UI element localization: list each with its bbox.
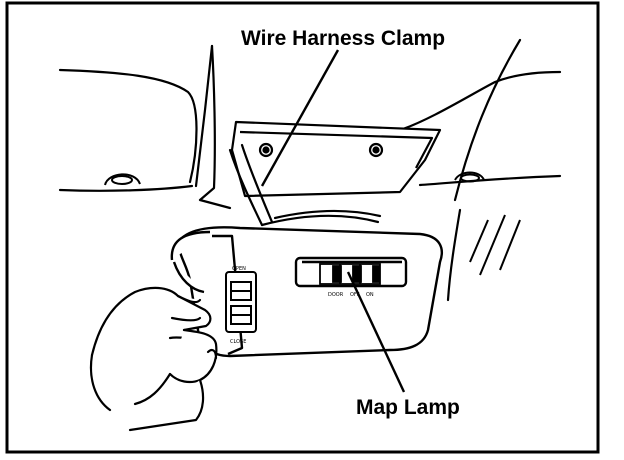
map-lamp-leader bbox=[346, 271, 406, 393]
switch-mark-close: CLOSE bbox=[230, 339, 246, 345]
switch-mark-open: OPEN bbox=[232, 266, 246, 272]
mounting-bracket bbox=[230, 120, 442, 198]
wire-harness bbox=[228, 143, 382, 227]
switch-mark-off: OFF bbox=[350, 292, 360, 298]
windshield-lines bbox=[469, 214, 521, 276]
headliner-outline bbox=[58, 38, 562, 302]
switch-mark-door: DOOR bbox=[328, 292, 344, 298]
headliner-bumps bbox=[104, 171, 485, 186]
switch-mark-on: ON bbox=[366, 292, 374, 298]
wire-harness-clamp-label: Wire Harness Clamp bbox=[241, 27, 445, 50]
hand-illustration bbox=[89, 286, 218, 432]
wire-harness-clamp-leader bbox=[260, 49, 340, 187]
open-close-switch bbox=[225, 271, 257, 333]
leader-lines bbox=[260, 49, 406, 393]
diagram-border bbox=[5, 1, 600, 454]
map-lamp-label: Map Lamp bbox=[356, 396, 460, 419]
